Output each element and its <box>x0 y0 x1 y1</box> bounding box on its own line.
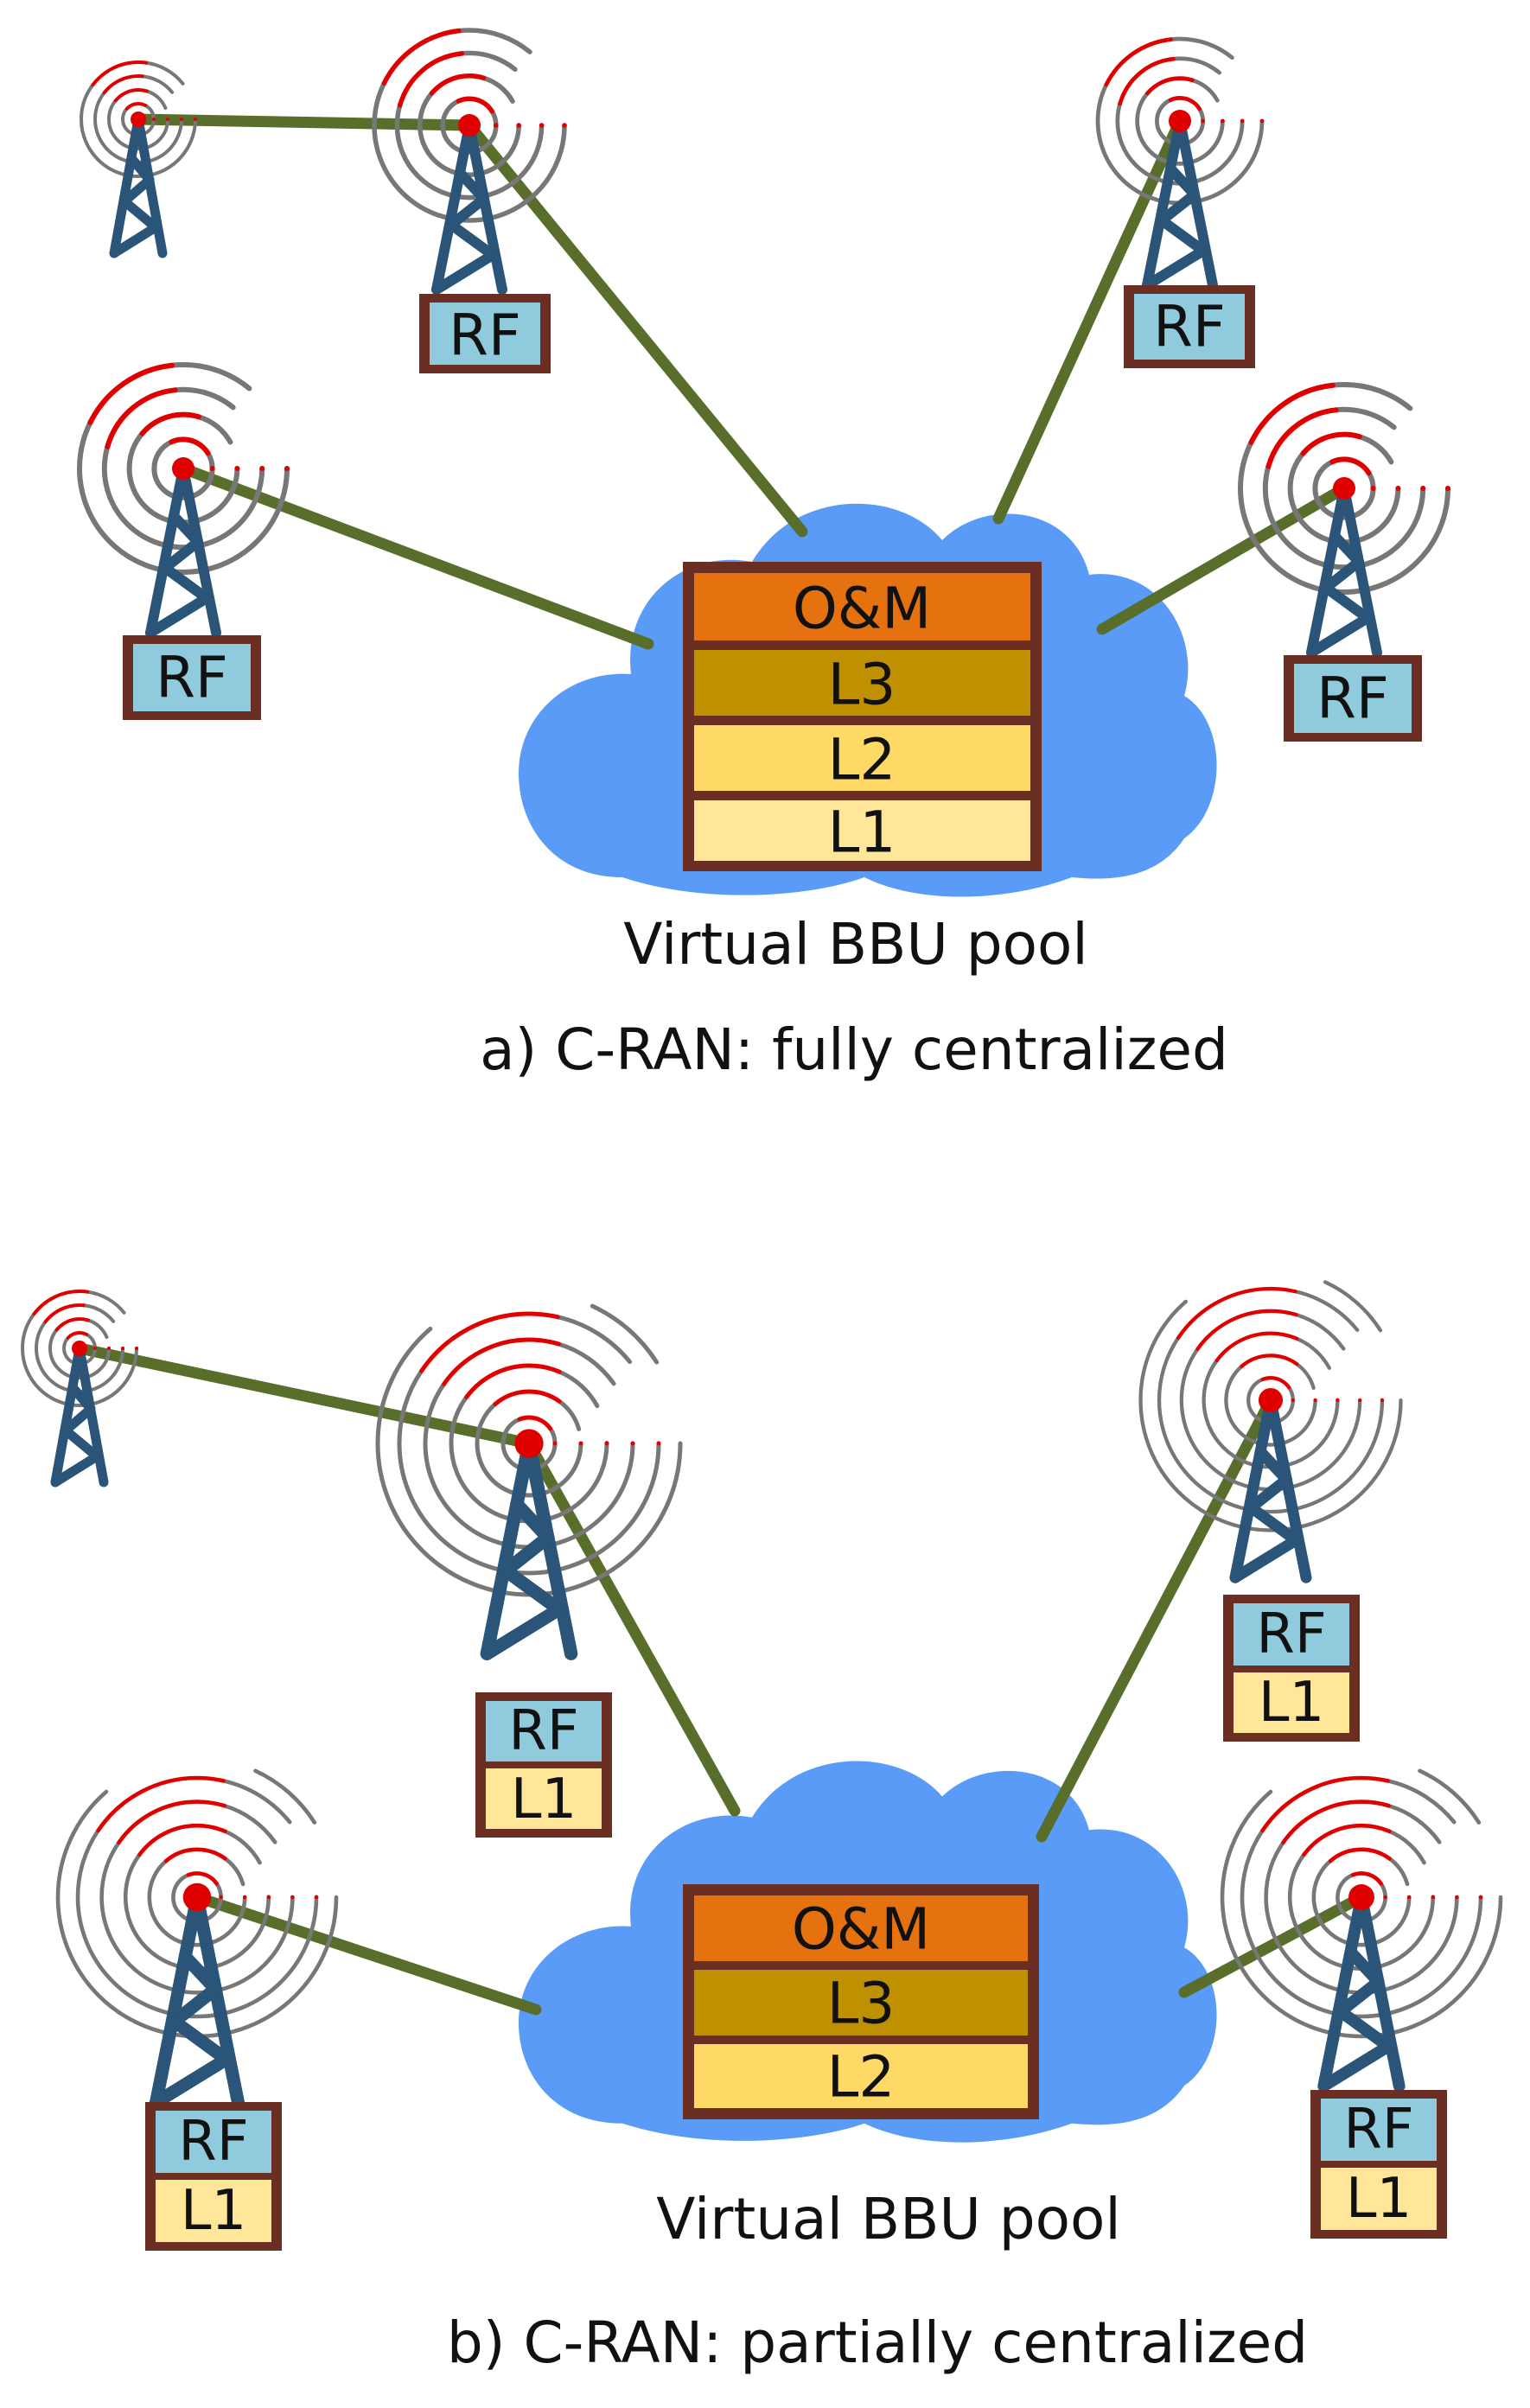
layer-l2: L2 <box>828 727 896 793</box>
link-b-tower5-cloud <box>1178 1891 1367 1998</box>
tower-a4 <box>80 365 287 633</box>
tower-a2 <box>374 30 564 290</box>
tower-icon <box>55 1341 104 1482</box>
rf-label: RF <box>1316 666 1389 732</box>
rru-b5: RF L1 <box>1310 2090 1447 2239</box>
tower-b2 <box>378 1292 680 1653</box>
rf-label: RF <box>449 303 521 369</box>
tower-a1 <box>80 61 197 253</box>
tower-b5 <box>1222 1758 1501 2086</box>
tower-a5 <box>1240 385 1448 653</box>
rf-label: RF <box>178 2110 248 2174</box>
pool-label-a: Virtual BBU pool <box>623 911 1087 978</box>
caption-a: a) C-RAN: fully centralized <box>480 1016 1228 1083</box>
rf-label: RF <box>1153 294 1226 360</box>
rf-label: RF <box>508 1699 578 1763</box>
link-a-tower5-cloud <box>1096 482 1350 635</box>
l1-label: L1 <box>511 1768 577 1831</box>
layer-om: O&M <box>792 1896 930 1963</box>
link-b-tower3-cloud <box>1036 1394 1277 1843</box>
rru-a2: RF <box>419 294 551 373</box>
bbu-stack-a: O&M L3 L2 L1 <box>683 562 1042 871</box>
tower-icon <box>114 111 163 253</box>
link-a-tower2-cloud <box>463 119 808 538</box>
pool-label-b: Virtual BBU pool <box>656 2186 1120 2252</box>
link-b-tower2-cloud <box>523 1437 741 1817</box>
l1-label: L1 <box>1259 1671 1324 1735</box>
caption-b: b) C-RAN: partially centralized <box>447 2309 1308 2376</box>
layer-l1: L1 <box>828 799 896 866</box>
rru-b3: RF L1 <box>1223 1595 1360 1742</box>
rf-label: RF <box>156 645 228 711</box>
link-b-tower4-cloud <box>191 1891 542 2016</box>
tower-icon <box>1235 1388 1306 1577</box>
tower-icon <box>1147 110 1213 285</box>
rru-a4: RF <box>123 635 261 720</box>
layer-om: O&M <box>793 576 931 642</box>
rru-a3: RF <box>1124 285 1255 368</box>
bbu-stack-b: O&M L3 L2 <box>683 1884 1039 2119</box>
rf-label: RF <box>1343 2098 1413 2162</box>
rf-label: RF <box>1256 1602 1326 1666</box>
link-a-tower3-cloud <box>992 115 1186 525</box>
l1-label: L1 <box>1346 2167 1412 2231</box>
tower-b3 <box>1141 1271 1401 1578</box>
tower-b1 <box>21 1290 138 1482</box>
layer-l3: L3 <box>828 652 896 718</box>
l1-label: L1 <box>181 2179 246 2243</box>
link-a-tower4-cloud <box>177 462 654 650</box>
rru-a5: RF <box>1284 655 1422 742</box>
links-a <box>132 113 1350 650</box>
link-a-tower1-tower2 <box>132 113 475 131</box>
layer-l2: L2 <box>827 2044 896 2111</box>
rru-b2: RF L1 <box>475 1692 612 1838</box>
panel-a: RF RF RF RF O&M L3 L2 L1 <box>80 30 1448 1083</box>
panel-b: RF L1 RF L1 RF L1 RF L1 <box>21 1271 1501 2376</box>
rru-b4: RF L1 <box>145 2102 282 2251</box>
layer-l3: L3 <box>827 1971 896 2037</box>
